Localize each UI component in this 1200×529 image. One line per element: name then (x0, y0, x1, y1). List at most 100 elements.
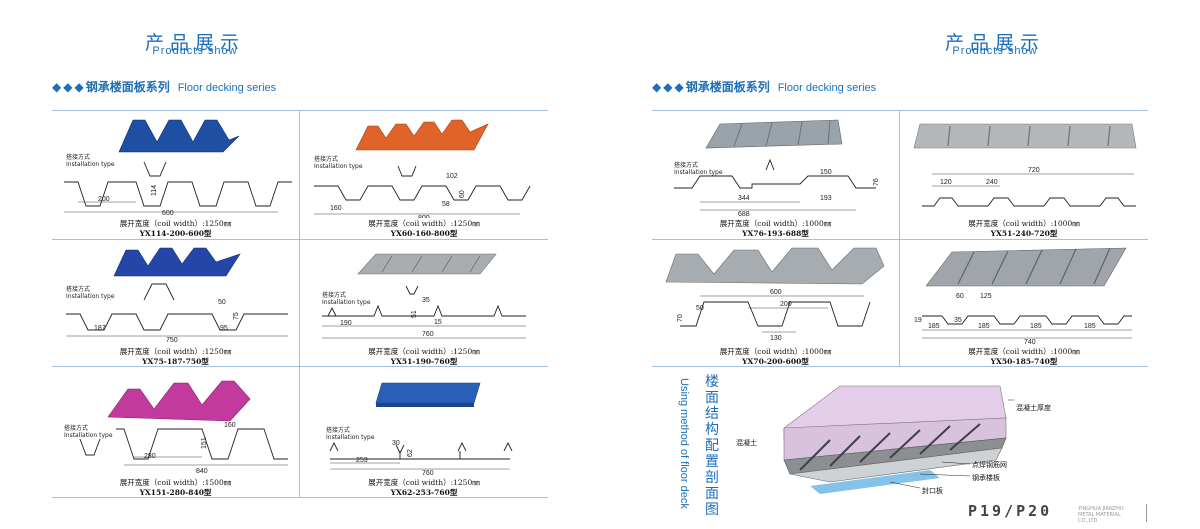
svg-text:760: 760 (422, 470, 434, 477)
deck-photo (107, 380, 251, 422)
grid-line (652, 239, 1148, 240)
profile-drawing: 200 600 114 (64, 161, 292, 216)
profile-drawing: 120 240 720 (922, 167, 1136, 207)
svg-text:125: 125 (980, 293, 992, 300)
grid-line (652, 366, 1148, 367)
profile-drawing: 187 750 50 75 95 (66, 283, 288, 344)
product-panel-yx50: 60 125 185 185 185 185 740 19 35 展开宽度（co… (900, 240, 1148, 366)
profile-drawing: 60 125 185 185 185 185 740 19 35 (914, 293, 1132, 346)
svg-text:185: 185 (1084, 323, 1096, 330)
grid-line (299, 110, 300, 497)
deck-photo (925, 247, 1127, 287)
model-number: YX151-280-840型 (139, 488, 212, 497)
svg-text:185: 185 (1030, 323, 1042, 330)
svg-text:190: 190 (340, 320, 352, 327)
series-title-cn: 钢承楼面板系列 (85, 80, 170, 94)
svg-text:720: 720 (1028, 167, 1040, 174)
svg-text:151: 151 (201, 437, 208, 449)
model-number: YX50-185-740型 (990, 357, 1058, 366)
svg-text:840: 840 (196, 468, 208, 475)
svg-text:187: 187 (94, 325, 106, 332)
label-deck: 钢承楼板 (972, 474, 1000, 482)
deck-photo (113, 247, 241, 277)
coil-width-text: 展开宽度（coil width）:1250㎜ (368, 219, 480, 228)
svg-text:35: 35 (954, 317, 962, 324)
profile-drawing: 253 760 30 62 (329, 440, 513, 477)
svg-text:800: 800 (418, 215, 430, 218)
svg-text:76: 76 (873, 178, 880, 186)
grid-line (652, 110, 1148, 111)
svg-text:688: 688 (738, 211, 750, 216)
profile-drawing: 600 200 130 50 70 (677, 289, 871, 342)
deck-photo (357, 253, 497, 275)
profile-drawing: 344 688 150 193 76 (674, 158, 880, 216)
svg-text:30: 30 (392, 440, 400, 447)
svg-text:70: 70 (677, 314, 684, 322)
model-number: YX51-240-720型 (990, 229, 1058, 238)
svg-text:200: 200 (780, 301, 792, 308)
svg-text:240: 240 (986, 179, 998, 186)
svg-text:19: 19 (914, 317, 922, 324)
label-mesh: 点焊钢筋网 (972, 461, 1007, 469)
svg-text:114: 114 (151, 185, 158, 196)
svg-text:50: 50 (696, 305, 704, 312)
svg-text:60: 60 (956, 293, 964, 300)
profile-drawing: 280 840 160 151 (79, 422, 288, 475)
profile-drawing: 160 800 102 58 60 (314, 165, 531, 218)
coil-width-text: 展开宽度（coil width）:1250㎜ (368, 347, 480, 356)
right-title-cn: 产品展示 (944, 32, 1045, 54)
deck-photo (913, 123, 1137, 149)
deck-photo (665, 247, 885, 285)
profile-drawing: 190 760 35 51 15 (322, 285, 526, 339)
diamond-bullets-icon: ◆◆◆ (652, 80, 686, 94)
structure-title-cn: 楼面结构配置剖面图 (705, 374, 719, 518)
series-title-en: Floor decking series (777, 82, 877, 94)
model-number: YX51-190-760型 (390, 357, 458, 366)
left-title-en: Products show (152, 45, 238, 57)
svg-text:280: 280 (144, 453, 156, 460)
product-panel-yx70: 600 200 130 50 70 展开宽度（coil width）:1000㎜… (652, 240, 899, 366)
grid-line (52, 366, 548, 367)
model-number: YX62-253-760型 (390, 488, 458, 497)
model-number: YX75-187-750型 (142, 357, 209, 366)
model-number: YX76-193-688型 (742, 229, 809, 238)
svg-text:58: 58 (442, 201, 450, 208)
coil-width-text: 展开宽度（coil width）:1000㎜ (719, 219, 832, 228)
grid-line (52, 239, 548, 240)
deck-photo (375, 382, 481, 407)
svg-text:253: 253 (356, 457, 368, 464)
structure-title-en: Using method of floor deck (678, 378, 690, 509)
svg-text:75: 75 (233, 312, 240, 320)
svg-text:193: 193 (820, 195, 832, 202)
diamond-bullets-icon: ◆◆◆ (52, 80, 86, 94)
svg-text:62: 62 (407, 449, 414, 457)
svg-text:185: 185 (928, 323, 940, 330)
coil-width-text: 展开宽度（coil width）:1250㎜ (119, 347, 232, 356)
svg-text:120: 120 (940, 179, 952, 186)
grid-line (52, 497, 548, 498)
svg-text:150: 150 (820, 169, 832, 176)
right-series-heading: ◆◆◆钢承楼面板系列 Floor decking series (652, 78, 876, 95)
svg-text:600: 600 (162, 210, 174, 216)
coil-width-text: 展开宽度（coil width）:1000㎜ (719, 347, 832, 356)
series-title-cn: 钢承楼面板系列 (685, 80, 770, 94)
deck-photo (705, 119, 843, 149)
svg-text:160: 160 (330, 205, 342, 212)
coil-width-text: 展开宽度（coil width）:1500㎜ (119, 478, 232, 487)
floor-structure-diagram (783, 385, 1014, 494)
right-title-en: Products show (952, 45, 1038, 57)
product-panel-yx51-240: 120 240 720 展开宽度（coil width）:1000㎜ YX51-… (900, 110, 1148, 239)
label-concrete-thickness: 混凝土厚度 (1016, 404, 1051, 412)
svg-text:15: 15 (434, 319, 442, 326)
